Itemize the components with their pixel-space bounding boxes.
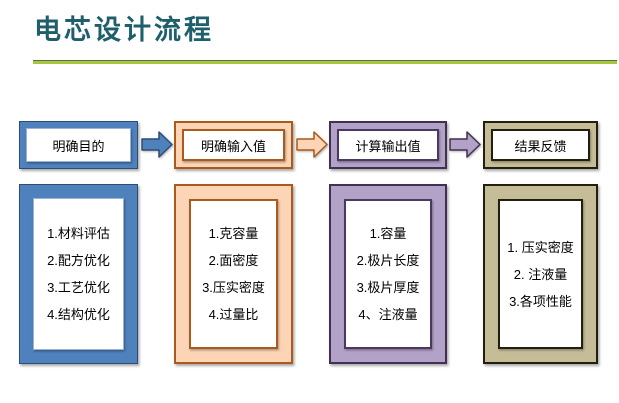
- step-header-box-1: 明确目的: [19, 121, 138, 169]
- right-arrow-icon: [296, 131, 328, 158]
- list-item: 3.各项性能: [509, 293, 572, 309]
- step-item-list-4: 1. 压实密度 2. 注液量 3.各项性能: [498, 199, 583, 349]
- flow-column-3: 计算输出值 1.容量 2.极片长度 3.极片厚度 4、注液量: [329, 121, 447, 364]
- step-header-box-2: 明确输入值: [174, 121, 293, 169]
- flow-column-1: 明确目的 1.材料评估 2.配方优化 3.工艺优化 4.结构优化: [19, 121, 138, 364]
- list-item: 3.压实密度: [202, 280, 265, 295]
- list-item: 2.配方优化: [47, 253, 110, 268]
- list-item: 2.极片长度: [356, 253, 420, 268]
- step-item-list-1: 1.材料评估 2.配方优化 3.工艺优化 4.结构优化: [33, 198, 124, 350]
- step-header-label-2: 明确输入值: [182, 129, 285, 161]
- right-arrow-icon: [141, 131, 173, 158]
- list-item: 1.材料评估: [47, 226, 110, 241]
- list-item: 2. 注液量: [513, 266, 568, 282]
- list-item: 4.结构优化: [47, 307, 110, 322]
- step-header-label-4: 结果反馈: [491, 129, 590, 161]
- list-item: 3.工艺优化: [47, 280, 110, 295]
- title-divider: [33, 60, 617, 64]
- step-item-list-3: 1.容量 2.极片长度 3.极片厚度 4、注液量: [344, 199, 432, 349]
- list-item: 4、注液量: [358, 307, 418, 322]
- list-item: 4.过量比: [208, 307, 259, 322]
- step-item-list-2: 1.克容量 2.面密度 3.压实密度 4.过量比: [189, 199, 278, 349]
- list-item: 3.极片厚度: [356, 280, 420, 295]
- step-body-box-1: 1.材料评估 2.配方优化 3.工艺优化 4.结构优化: [19, 184, 138, 364]
- flow-column-2: 明确输入值 1.克容量 2.面密度 3.压实密度 4.过量比: [174, 121, 293, 364]
- list-item: 1. 压实密度: [507, 239, 574, 255]
- right-arrow-icon: [449, 131, 481, 158]
- step-header-label-1: 明确目的: [26, 128, 131, 162]
- step-header-label-3: 计算输出值: [337, 129, 439, 161]
- list-item: 1.容量: [369, 226, 407, 241]
- page-title: 电芯设计流程: [34, 15, 214, 46]
- list-item: 2.面密度: [208, 253, 259, 268]
- step-body-box-2: 1.克容量 2.面密度 3.压实密度 4.过量比: [174, 184, 293, 364]
- step-body-box-4: 1. 压实密度 2. 注液量 3.各项性能: [483, 184, 598, 364]
- step-body-box-3: 1.容量 2.极片长度 3.极片厚度 4、注液量: [329, 184, 447, 364]
- list-item: 1.克容量: [208, 226, 259, 241]
- flow-column-4: 结果反馈 1. 压实密度 2. 注液量 3.各项性能: [483, 121, 598, 364]
- step-header-box-3: 计算输出值: [329, 121, 447, 169]
- step-header-box-4: 结果反馈: [483, 121, 598, 169]
